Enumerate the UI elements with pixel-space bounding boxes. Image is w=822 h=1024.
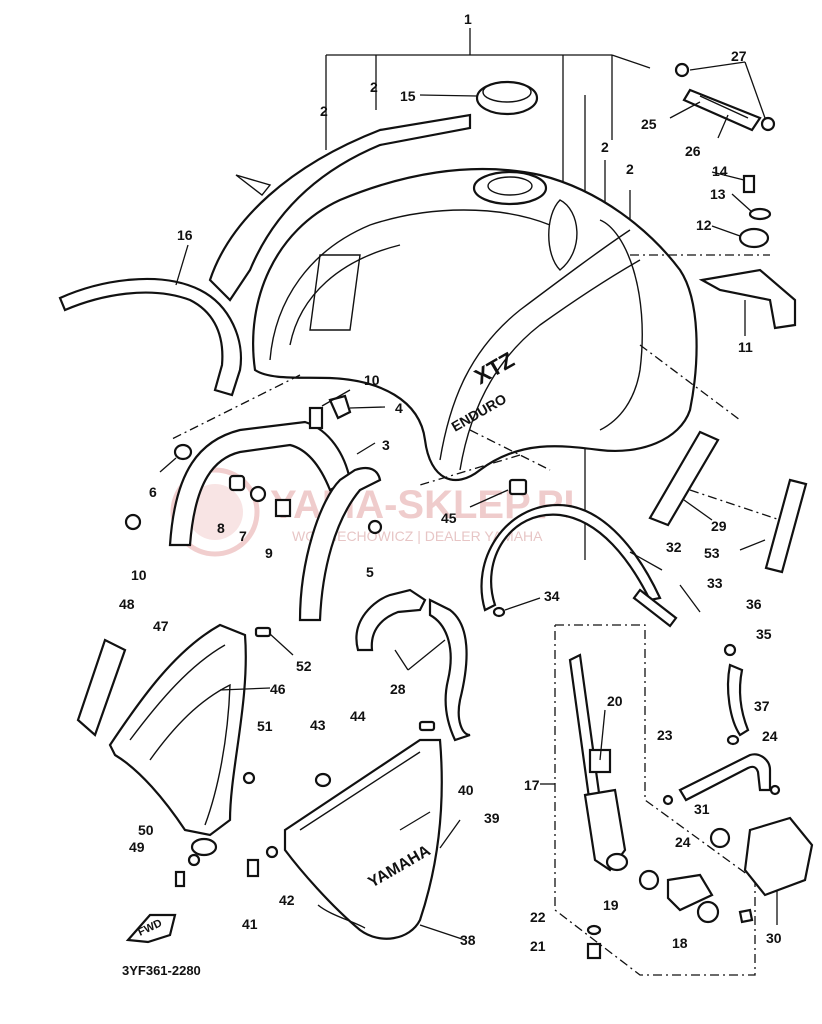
callout-34: 34	[544, 588, 560, 604]
damper-strips	[648, 430, 808, 574]
diagram-code: 3YF361-2280	[122, 963, 201, 978]
callout-6: 6	[149, 484, 157, 500]
fuel-hose-set	[480, 503, 701, 628]
callout-48: 48	[119, 596, 135, 612]
callout-25: 25	[641, 116, 657, 132]
callout-13: 13	[710, 186, 726, 202]
callout-36: 36	[746, 596, 762, 612]
callout-2: 2	[320, 103, 328, 119]
spacer-45	[469, 478, 528, 508]
callout-31: 31	[694, 801, 710, 817]
callout-17: 17	[524, 777, 540, 793]
callout-2: 2	[370, 79, 378, 95]
callout-15: 15	[400, 88, 416, 104]
callout-49: 49	[129, 839, 145, 855]
callout-1: 1	[464, 11, 472, 27]
side-cover-left	[76, 623, 294, 888]
callout-26: 26	[685, 143, 701, 159]
callout-39: 39	[484, 810, 500, 826]
callout-16: 16	[177, 227, 193, 243]
callout-37: 37	[754, 698, 770, 714]
tank-side-cover-left	[208, 113, 472, 302]
tank-bracket-assembly	[124, 389, 386, 622]
callout-22: 22	[530, 909, 546, 925]
fuel-tank: XTZ ENDURO	[252, 167, 698, 481]
callout-19: 19	[603, 897, 619, 913]
callout-32: 32	[666, 539, 682, 555]
callout-5: 5	[366, 564, 374, 580]
callout-43: 43	[310, 717, 326, 733]
callout-41: 41	[242, 916, 258, 932]
callout-12: 12	[696, 217, 712, 233]
callout-18: 18	[672, 935, 688, 951]
callout-30: 30	[766, 930, 782, 946]
callout-44: 44	[350, 708, 366, 724]
callout-7: 7	[239, 528, 247, 544]
callout-20: 20	[607, 693, 623, 709]
fuel-cap	[419, 80, 539, 116]
callout-50: 50	[138, 822, 154, 838]
fuel-cock-assembly	[540, 624, 756, 976]
callout-24: 24	[675, 834, 691, 850]
callout-35: 35	[756, 626, 772, 642]
fwd-arrow: FWD	[125, 913, 177, 944]
leader-dashes	[169, 254, 781, 521]
side-panel-right: YAMAHA	[246, 720, 466, 941]
callout-2: 2	[601, 139, 609, 155]
callout-29: 29	[711, 518, 727, 534]
callout-4: 4	[395, 400, 403, 416]
callout-3: 3	[382, 437, 390, 453]
callout-46: 46	[270, 681, 286, 697]
callout-42: 42	[279, 892, 295, 908]
tank-strap-16	[58, 244, 242, 397]
callout-53: 53	[704, 545, 720, 561]
callout-51: 51	[257, 718, 273, 734]
callout-47: 47	[153, 618, 169, 634]
callout-40: 40	[458, 782, 474, 798]
callout-33: 33	[707, 575, 723, 591]
tank-mount-hardware	[698, 171, 797, 336]
fuel-pump-assembly	[662, 643, 814, 925]
callout-24: 24	[762, 728, 778, 744]
callout-8: 8	[217, 520, 225, 536]
callout-23: 23	[657, 727, 673, 743]
callout-21: 21	[530, 938, 546, 954]
callout-45: 45	[441, 510, 457, 526]
callout-52: 52	[296, 658, 312, 674]
breather-hose-set	[669, 61, 776, 139]
watermark-sub: WOJCIECHOWICZ | DEALER YAMAHA	[292, 528, 543, 544]
callout-14: 14	[712, 163, 728, 179]
strap-28	[355, 588, 471, 742]
callout-38: 38	[460, 932, 476, 948]
callout-11: 11	[738, 339, 753, 355]
callout-9: 9	[265, 545, 273, 561]
callout-10: 10	[131, 567, 147, 583]
callout-labels: 1 2 2 2 2 3 4 5 6 7 8 9 10 10 11 12 13 1…	[119, 11, 782, 954]
callout-27: 27	[731, 48, 747, 64]
callout-28: 28	[390, 681, 406, 697]
callout-2: 2	[626, 161, 634, 177]
callout-10: 10	[364, 372, 380, 388]
